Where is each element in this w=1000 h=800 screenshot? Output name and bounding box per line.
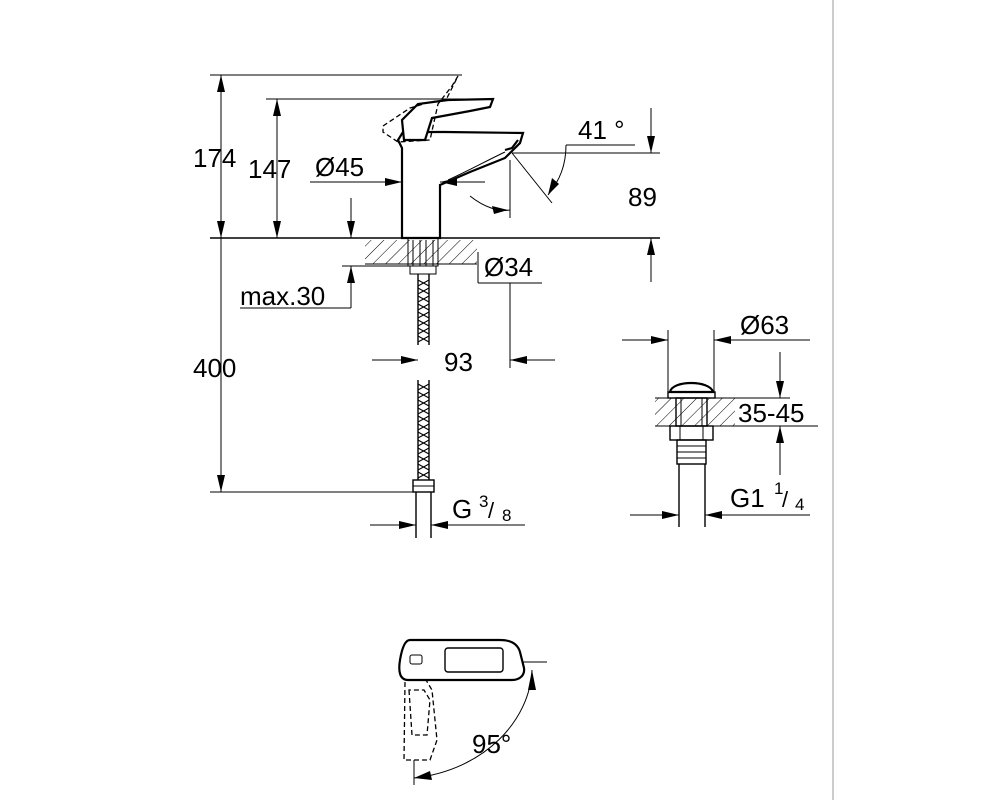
- spout-tip: [504, 139, 519, 152]
- dim-waste-thread: [630, 511, 810, 519]
- waste-drain-view: Ø63 35-45 G1 1 / 4: [622, 310, 818, 527]
- dim-spout-reach: [372, 283, 555, 368]
- label-spout-clearance: 89: [628, 182, 657, 212]
- label-spout-reach: 93: [444, 347, 473, 377]
- dim-spout-clearance: [469, 108, 660, 282]
- deck-slab: [365, 240, 477, 265]
- label-max-deck: max.30: [240, 281, 325, 311]
- rotation-arc: [413, 669, 533, 779]
- lever-alt-position: [382, 75, 459, 143]
- label-hose-length: 400: [193, 353, 236, 383]
- label-height-total: 174: [193, 143, 236, 173]
- label-hose-connection-num: 3: [479, 492, 488, 511]
- dim-body-diameter: [310, 178, 485, 238]
- supply-hose-lower: [412, 380, 435, 538]
- lever-top-rotated: [403, 679, 438, 761]
- label-rotation-angle: 95°: [472, 729, 511, 759]
- dim-hose-connection: [370, 521, 525, 529]
- label-waste-thread-den: 4: [795, 495, 804, 514]
- label-hose-connection-main: G: [452, 494, 472, 524]
- label-height-spout: 147: [248, 154, 291, 184]
- label-waste-range: 35-45: [738, 398, 805, 428]
- faucet-body: [396, 130, 525, 240]
- dim-waste-range: [735, 352, 818, 475]
- mounting-shank: [407, 237, 439, 275]
- faucet-side-view: 174 147 Ø45 41 ° 89 Ø34 max.30 400 93 G …: [193, 74, 660, 538]
- label-base-diameter: Ø34: [484, 252, 533, 282]
- label-waste-thread-num: 1: [774, 479, 783, 498]
- label-hose-connection-den: 8: [502, 506, 511, 525]
- dim-max-deck: [240, 265, 408, 309]
- label-hose-connection-slash: /: [488, 498, 495, 523]
- label-waste-diameter: Ø63: [740, 310, 789, 340]
- label-body-diameter: Ø45: [315, 152, 364, 182]
- dim-height-spout: [266, 98, 493, 238]
- dim-hose-length: [210, 238, 413, 493]
- label-waste-thread-slash: /: [782, 487, 789, 512]
- lever-top-solid: [398, 638, 526, 682]
- label-lever-angle: 41 °: [578, 115, 625, 145]
- lever-top-view: 95°: [398, 638, 547, 785]
- label-waste-thread: G1: [730, 483, 765, 513]
- drain-cap: [668, 381, 715, 394]
- label-hose-connection: G: [452, 494, 472, 524]
- basin-slab: [655, 397, 735, 427]
- supply-hose-upper: [417, 274, 430, 345]
- dim-waste-diameter: [622, 330, 810, 392]
- dim-height-total: [210, 74, 462, 238]
